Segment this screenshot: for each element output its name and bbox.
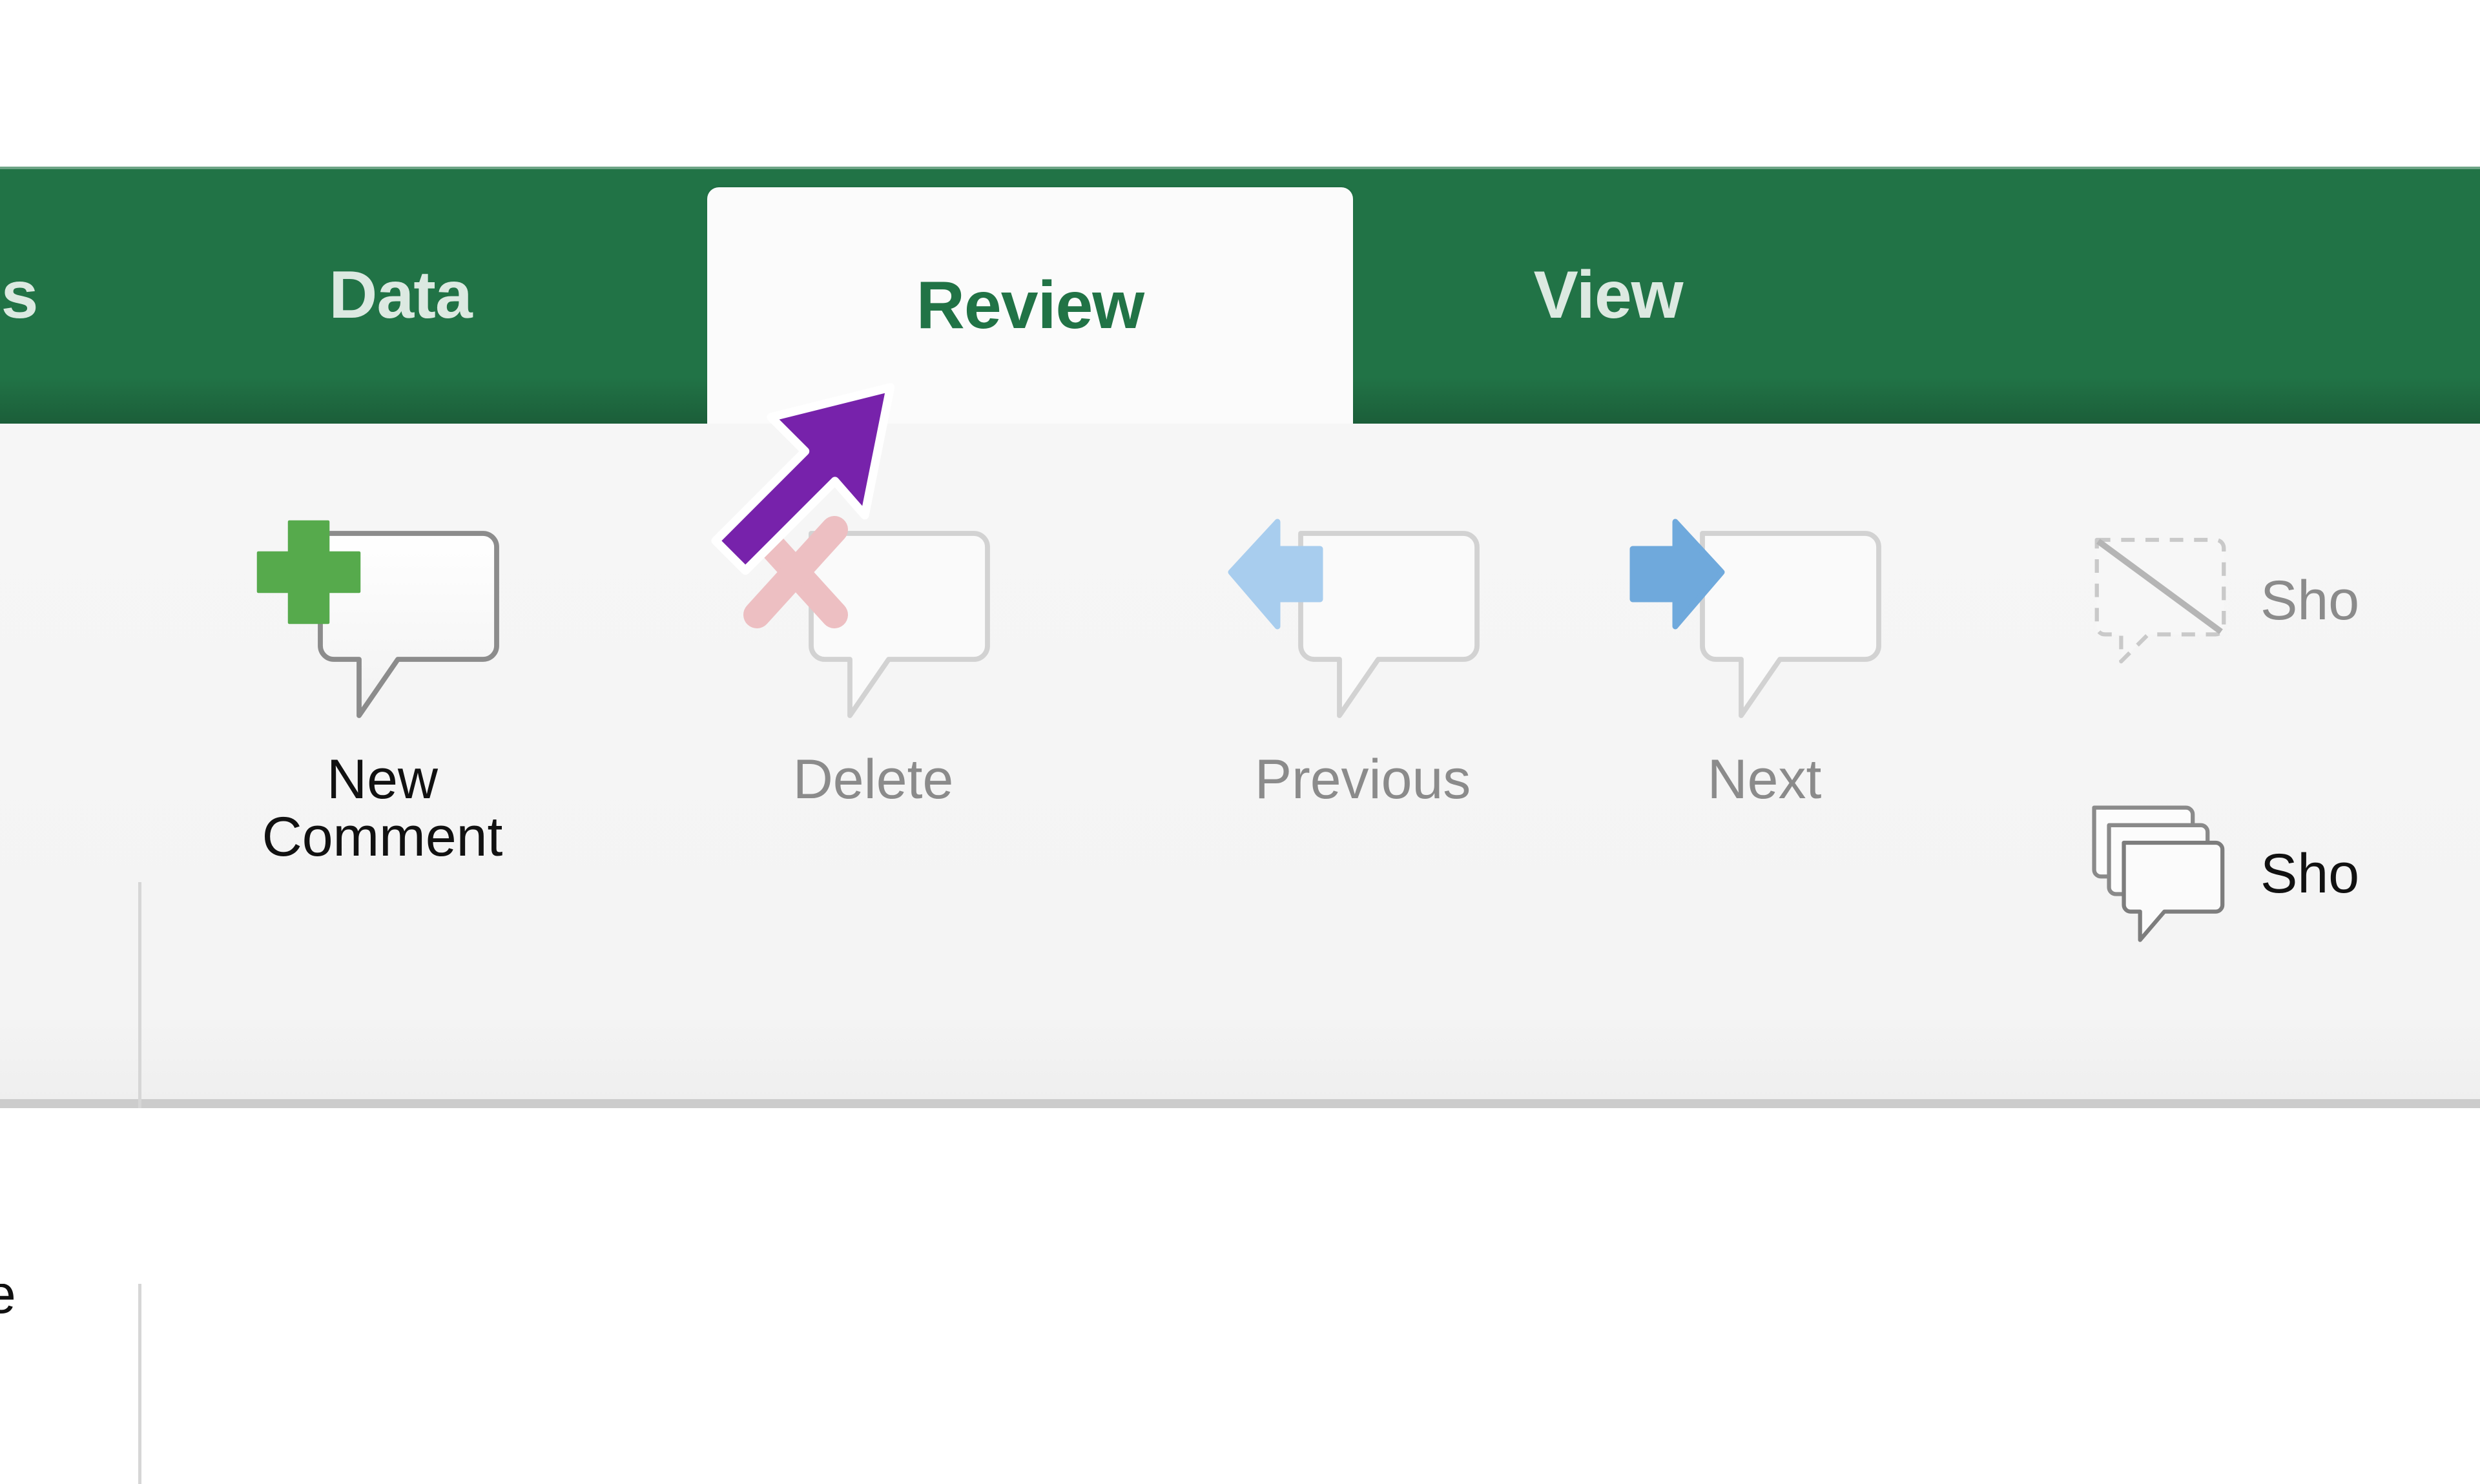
button-label: Next (1707, 748, 1822, 810)
next-comment-button[interactable]: Next (1622, 506, 1906, 809)
comment-next-icon (1629, 506, 1900, 742)
button-label: Previous (1254, 748, 1471, 810)
tab-review[interactable]: Review (707, 187, 1353, 424)
previous-comment-button[interactable]: Previous (1156, 506, 1569, 809)
button-label: Delete (792, 748, 954, 810)
ribbon-tab-strip: s Data Review View (0, 167, 2480, 424)
excel-ribbon-screenshot: s Data Review View e (0, 167, 2480, 1484)
comment-plus-icon (247, 506, 518, 742)
button-label: Sho (2260, 843, 2360, 905)
new-comment-button[interactable]: New Comment (227, 506, 537, 867)
tab-label: s (1, 257, 39, 333)
delete-comment-button[interactable]: Delete (738, 506, 1009, 809)
tab-formulas-clipped[interactable]: s (0, 167, 58, 424)
ribbon-body: e New Comment (0, 424, 2480, 1484)
tab-label: Data (329, 257, 472, 333)
show-all-comments-button[interactable]: Sho (2086, 798, 2359, 950)
comments-stack-icon (2086, 798, 2235, 950)
tab-view[interactable]: View (1472, 167, 1744, 424)
show-hide-comment-button[interactable]: Sho (2086, 528, 2359, 674)
comment-previous-icon (1227, 506, 1498, 742)
comment-delete-icon (738, 506, 1009, 742)
tab-data[interactable]: Data (265, 167, 536, 424)
comment-hide-icon (2086, 528, 2235, 674)
tabstrip-top-highlight (0, 167, 2480, 169)
worksheet-area-below-ribbon (0, 1108, 2480, 1284)
button-label: Sho (2260, 570, 2360, 632)
tab-label: Review (916, 267, 1144, 343)
tab-label: View (1533, 257, 1683, 333)
button-label: New Comment (262, 748, 503, 869)
